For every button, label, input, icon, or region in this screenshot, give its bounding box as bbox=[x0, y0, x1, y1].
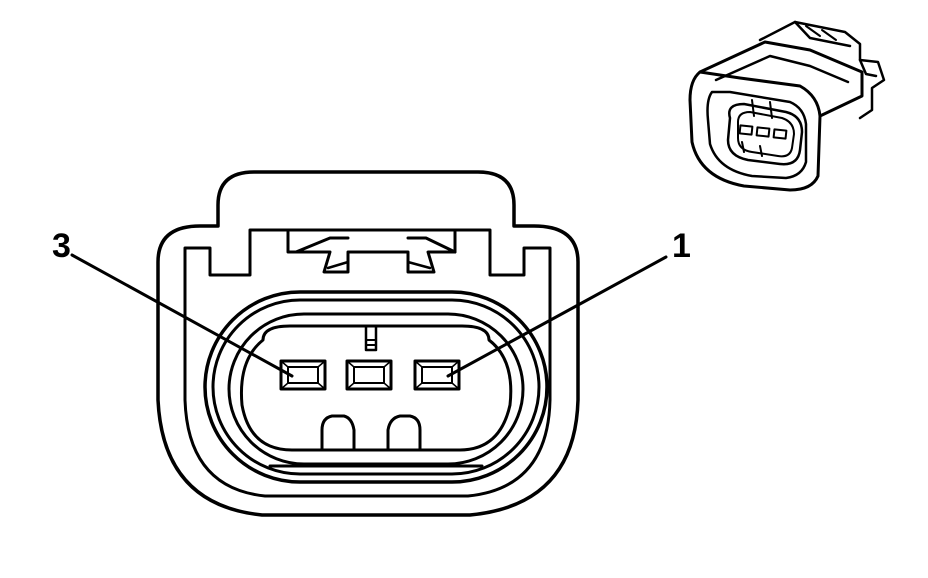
guide-rib-right bbox=[386, 414, 422, 452]
inset-front-face bbox=[688, 70, 822, 192]
terminal-pin-3 bbox=[279, 359, 327, 391]
seal-ring-inner bbox=[227, 312, 525, 466]
locking-ramp bbox=[286, 230, 457, 274]
leader-line-pin-1 bbox=[446, 255, 668, 378]
connector-housing-outer bbox=[156, 170, 580, 517]
callout-leaders bbox=[70, 253, 668, 378]
seal-ring-middle bbox=[211, 298, 541, 476]
polarization-key bbox=[364, 324, 378, 352]
callout-label-pin-3: 3 bbox=[52, 227, 71, 265]
guide-rib-left bbox=[320, 414, 356, 452]
seal-ring-outer bbox=[203, 290, 549, 484]
terminal-cavity bbox=[239, 324, 513, 452]
terminal-pin-2 bbox=[345, 359, 393, 391]
callout-label-pin-1: 1 bbox=[672, 227, 691, 265]
connector-face-view bbox=[156, 170, 580, 517]
leader-line-pin-3 bbox=[70, 253, 294, 378]
connector-isometric-inset bbox=[688, 20, 886, 192]
connector-housing-inner bbox=[183, 228, 552, 498]
